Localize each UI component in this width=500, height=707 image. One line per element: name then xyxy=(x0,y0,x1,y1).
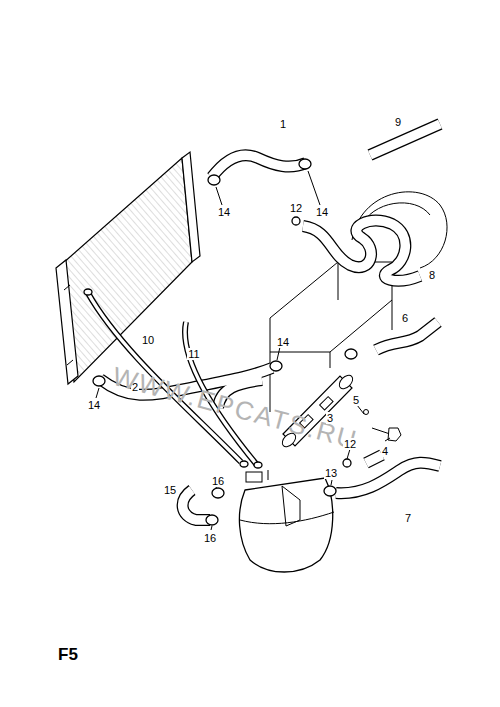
engine-block xyxy=(270,192,447,412)
callout-number: 4 xyxy=(381,445,389,457)
callout-number: 5 xyxy=(352,394,360,406)
page-code: F5 xyxy=(57,645,79,665)
callout-number: 16 xyxy=(203,532,217,544)
callout-number: 15 xyxy=(163,484,177,496)
callout-number: 3 xyxy=(326,412,334,424)
callout-number: 1 xyxy=(279,118,287,130)
callout-number: 14 xyxy=(217,206,231,218)
callout-number: 12 xyxy=(289,202,303,214)
callout-number: 13 xyxy=(324,467,338,479)
callout-number: 14 xyxy=(315,206,329,218)
expansion-tank xyxy=(239,470,334,572)
hoses xyxy=(88,124,440,520)
callout-number: 14 xyxy=(87,399,101,411)
callout-number: 8 xyxy=(428,269,436,281)
callout-number: 6 xyxy=(401,312,409,324)
leader-lines xyxy=(96,171,390,530)
callout-number: 10 xyxy=(141,334,155,346)
callout-number: 14 xyxy=(276,336,290,348)
hose-clips xyxy=(84,159,357,525)
callout-number: 12 xyxy=(343,438,357,450)
callout-number: 9 xyxy=(394,116,402,128)
callout-number: 11 xyxy=(187,348,200,360)
callout-number: 16 xyxy=(211,475,225,487)
callout-number: 7 xyxy=(404,512,412,524)
